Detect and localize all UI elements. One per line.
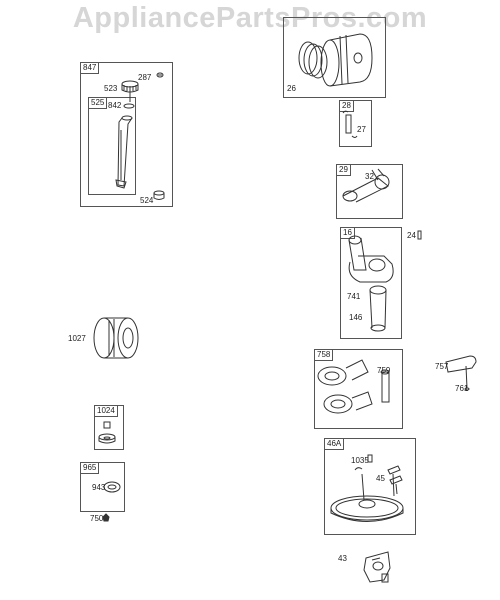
part-label-26: 26: [287, 84, 296, 93]
assembly-tag-46A: 46A: [324, 438, 345, 450]
assembly-box-29[interactable]: [336, 164, 403, 219]
o-ring-part-842: [124, 104, 134, 108]
valve-part-43: [364, 552, 390, 582]
part-label-759: 759: [377, 366, 391, 375]
assembly-tag-847: 847: [80, 62, 100, 74]
drain-plug-part-750: [103, 514, 109, 521]
part-label-32: 32: [365, 172, 374, 181]
seal-part-943: [104, 482, 120, 492]
part-label-741: 741: [347, 292, 361, 301]
governor-part-757: [446, 356, 476, 390]
dipstick-tube-part-525: [116, 116, 132, 188]
assembly-tag-29: 29: [336, 164, 351, 176]
part-label-524: 524: [140, 196, 154, 205]
assembly-box-26[interactable]: [283, 17, 386, 98]
camshaft-part-46A: [331, 455, 403, 522]
part-label-287: 287: [138, 73, 152, 82]
part-label-1035: 1035: [351, 456, 369, 465]
crankshaft-part-16: [349, 236, 393, 331]
oil-filter-part-1027: [94, 318, 138, 358]
adapter-part-1024: [99, 422, 115, 443]
assembly-box-847[interactable]: [80, 62, 173, 207]
dipstick-cap-part-523: [122, 81, 138, 102]
screw-part-287: [157, 73, 163, 77]
assembly-box-28[interactable]: [339, 100, 372, 147]
part-label-45: 45: [376, 474, 385, 483]
part-label-27: 27: [357, 125, 366, 134]
part-label-943: 943: [92, 483, 106, 492]
part-label-761: 761: [455, 384, 469, 393]
part-label-757: 757: [435, 362, 449, 371]
watermark-text: AppliancePartsPros.com: [72, 2, 428, 34]
assembly-tag-525: 525: [88, 97, 108, 109]
part-label-43: 43: [338, 554, 347, 563]
assembly-box-46A[interactable]: [324, 438, 416, 535]
balancer-part-758: [318, 360, 389, 413]
connecting-rod-part-29: [343, 169, 389, 202]
key-part-24: [418, 231, 421, 239]
piston-pin-part-27: [343, 111, 357, 137]
assembly-tag-16: 16: [340, 227, 355, 239]
part-label-1027: 1027: [68, 334, 86, 343]
assembly-box-758[interactable]: [314, 349, 403, 429]
part-label-842: 842: [108, 101, 122, 110]
assembly-tag-758: 758: [314, 349, 334, 361]
part-label-523: 523: [104, 84, 118, 93]
part-label-24: 24: [407, 231, 416, 240]
part-label-750: 750: [90, 514, 104, 523]
part-label-146: 146: [349, 313, 363, 322]
assembly-box-16[interactable]: [340, 227, 402, 339]
assembly-tag-1024: 1024: [94, 405, 118, 417]
piston-part-26: [299, 34, 372, 86]
assembly-box-525[interactable]: [88, 97, 136, 195]
seal-part-524: [154, 191, 164, 200]
assembly-tag-965: 965: [80, 462, 100, 474]
assembly-box-965[interactable]: [80, 462, 125, 512]
